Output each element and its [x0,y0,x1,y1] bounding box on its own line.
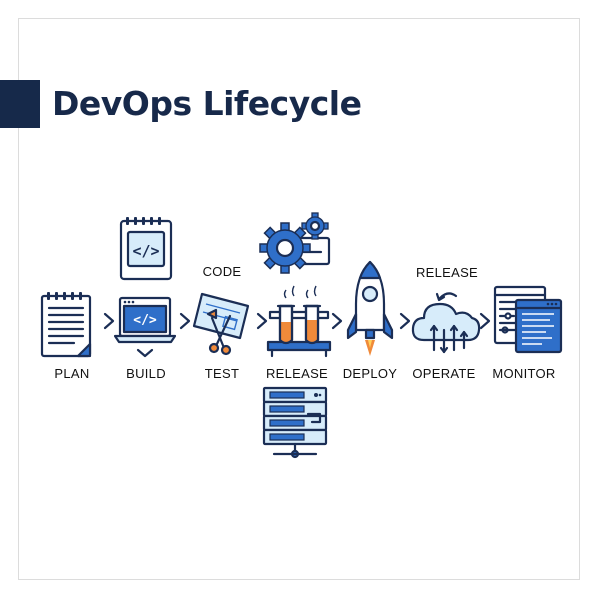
chevron-right-icon [331,312,343,330]
stage-label-build: BUILD [126,366,166,381]
test-tubes-icon [266,285,332,358]
server-stack-icon [262,386,328,459]
notepad-icon [40,292,92,358]
cloud-sync-icon [411,292,481,354]
chevron-right-icon [179,312,191,330]
title-accent-bar [0,80,40,128]
diagram-frame [18,18,580,580]
stage-label-monitor: MONITOR [492,366,556,381]
code-annotation: CODE [202,264,242,279]
chevron-right-icon [399,312,411,330]
release-annotation: RELEASE [415,265,479,280]
gears-icon [259,212,331,274]
page-title: DevOps Lifecycle [52,84,362,123]
rocket-icon [346,260,394,356]
chevron-right-icon [256,312,268,330]
stage-label-operate: OPERATE [412,366,476,381]
stage-label-deploy: DEPLOY [342,366,398,381]
code-document-icon: </> [119,217,173,281]
laptop-code-icon: </> [114,296,176,358]
stage-label-plan: PLAN [54,366,90,381]
laptop-code-glyph: </> [133,313,157,328]
monitor-windows-icon [493,285,563,354]
code-document-glyph: </> [132,242,159,260]
blueprint-tools-icon [192,292,250,356]
chevron-right-icon [103,312,115,330]
chevron-right-icon [479,312,491,330]
stage-label-release: RELEASE [265,366,329,381]
stage-label-test: TEST [204,366,240,381]
